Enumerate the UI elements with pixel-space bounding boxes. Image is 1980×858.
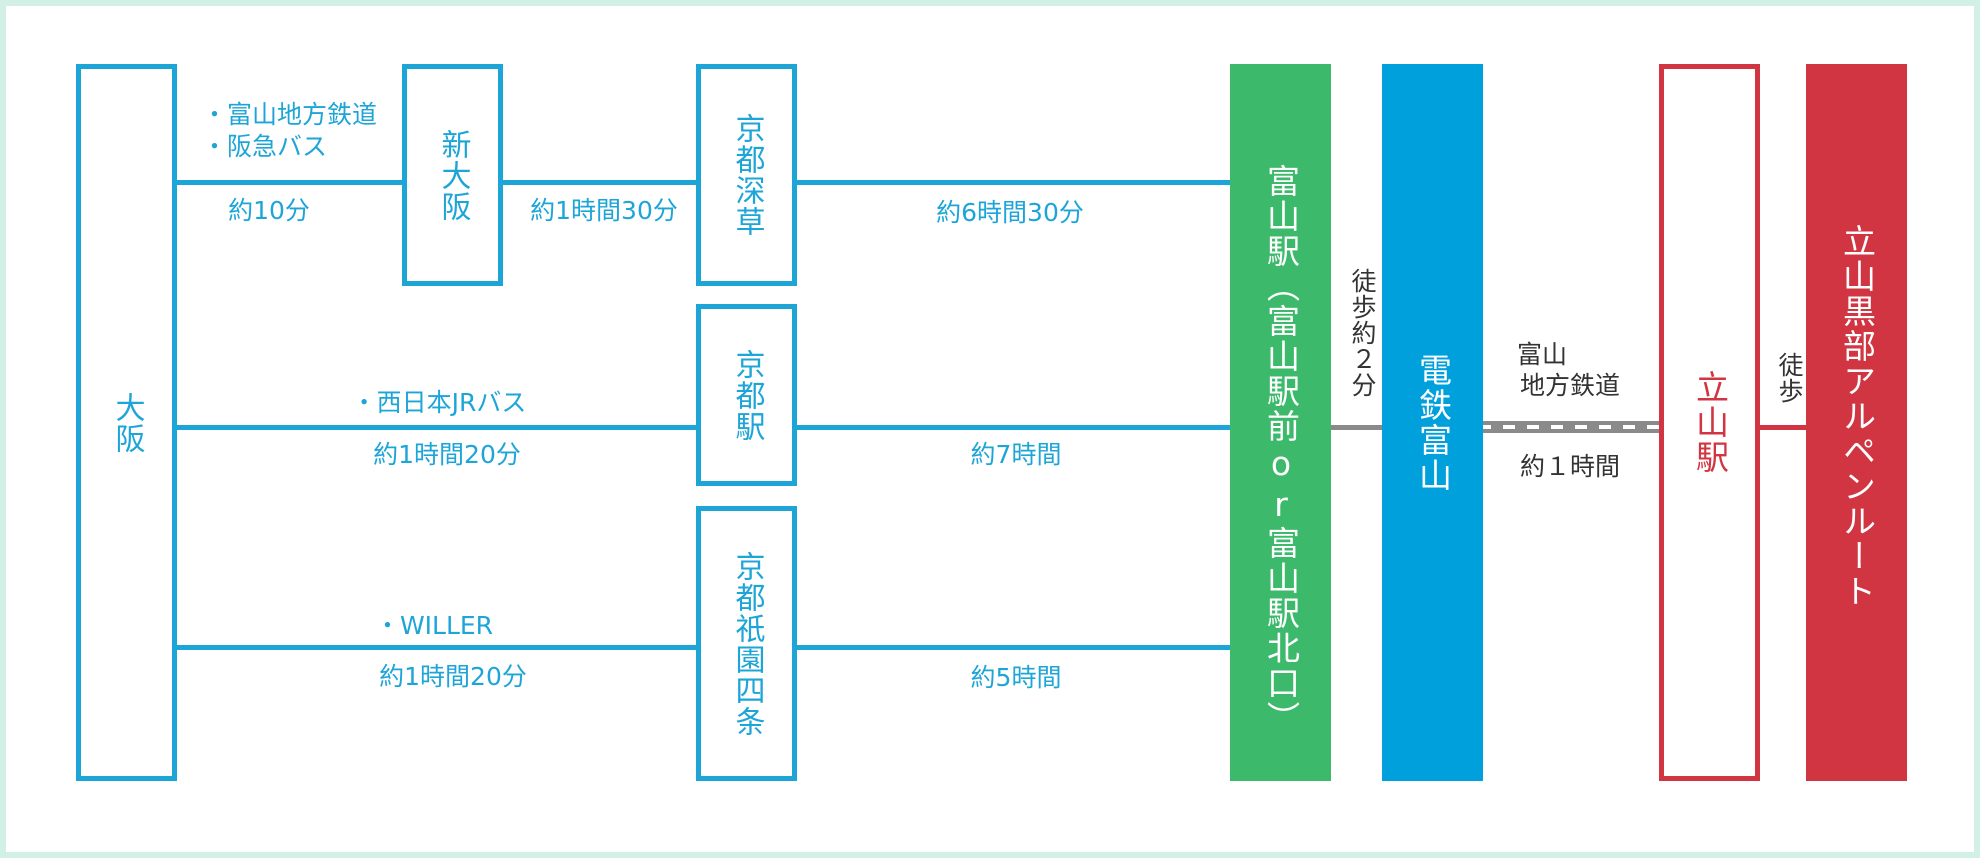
station-toyama-label: 富山駅（富山駅前or富山駅北口）	[1261, 164, 1301, 736]
line-kyoto-toyama	[796, 425, 1236, 430]
destination-alpine-route-label: 立山黒部アルペンルート	[1837, 224, 1877, 609]
route-time-osaka-kyoto: 約1時間20分	[373, 440, 521, 469]
station-dentetsu-toyama-label: 電鉄富山	[1413, 352, 1453, 493]
route-time-fukakusa-toyama: 約6時間30分	[936, 198, 1084, 227]
station-tateyama-label: 立山駅	[1690, 370, 1730, 475]
line-osaka-gion	[176, 645, 702, 650]
station-kyoto-gion: 京都祇園四条	[696, 506, 797, 781]
line-shin-osaka-fukakusa	[502, 180, 702, 185]
station-kyoto-fukakusa: 京都深草	[696, 64, 797, 286]
station-shin-osaka: 新大阪	[402, 64, 503, 286]
route-operator-toyama-line1: 富山	[1516, 340, 1568, 369]
route-operator-toyama-chiho: ・富山地方鉄道	[202, 100, 378, 129]
route-operator-willer: ・WILLER	[374, 611, 494, 640]
walk-line-tateyama-alpine	[1756, 425, 1810, 430]
station-toyama: 富山駅（富山駅前or富山駅北口）	[1230, 64, 1331, 781]
route-walk-toyama-dentetsu: 徒歩約２分	[1348, 268, 1377, 398]
route-operator-toyama-line2: 地方鉄道	[1519, 371, 1621, 400]
line-osaka-kyoto	[176, 425, 702, 430]
station-tateyama: 立山駅	[1659, 64, 1760, 781]
route-time-shin-osaka-fukakusa: 約1時間30分	[530, 196, 678, 225]
route-time-dentetsu-tateyama: 約１時間	[1519, 452, 1621, 481]
route-operator-hankyu-bus: ・阪急バス	[202, 132, 328, 161]
station-osaka: 大阪	[76, 64, 177, 781]
route-walk-tateyama-alpine: 徒歩	[1775, 352, 1804, 404]
station-osaka-label: 大阪	[109, 391, 145, 454]
line-gion-toyama	[796, 645, 1236, 650]
station-kyoto: 京都駅	[696, 304, 797, 486]
station-kyoto-gion-label: 京都祇園四条	[729, 550, 765, 737]
route-operator-nishinihon-jr-bus: ・西日本JRバス	[351, 388, 527, 417]
rail-line-dentetsu-tateyama	[1479, 421, 1665, 433]
destination-alpine-route: 立山黒部アルペンルート	[1806, 64, 1907, 781]
route-time-kyoto-toyama: 約7時間	[970, 440, 1062, 469]
station-kyoto-fukakusa-label: 京都深草	[729, 113, 765, 237]
station-dentetsu-toyama: 電鉄富山	[1382, 64, 1483, 781]
walk-line-toyama-dentetsu	[1328, 425, 1388, 430]
route-time-osaka-shin-osaka: 約10分	[228, 196, 310, 225]
line-osaka-shin-osaka	[176, 180, 408, 185]
line-fukakusa-toyama	[796, 180, 1236, 185]
route-time-osaka-gion: 約1時間20分	[379, 662, 527, 691]
route-time-gion-toyama: 約5時間	[970, 663, 1062, 692]
station-kyoto-label: 京都駅	[729, 348, 765, 442]
station-shin-osaka-label: 新大阪	[435, 128, 471, 222]
